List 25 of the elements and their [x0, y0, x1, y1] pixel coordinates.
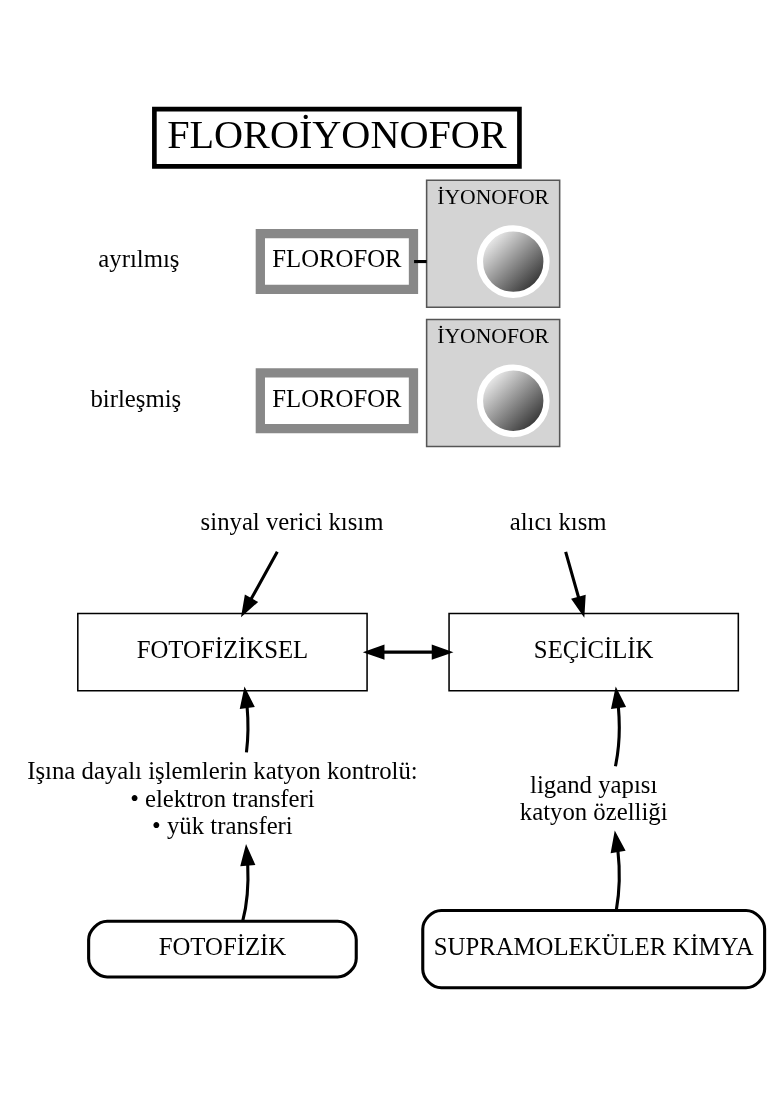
arrow	[611, 686, 627, 767]
label: birleşmiş	[90, 384, 182, 412]
node-box: FOTOFİZİKSEL	[77, 612, 368, 692]
node-box: SUPRAMOLEKÜLER KİMYA	[421, 908, 767, 990]
arrow	[610, 830, 626, 911]
cluster: İYONOFOR	[425, 318, 561, 448]
node-text: ligand yapısı katyon özelliği	[519, 770, 668, 826]
arrow	[241, 551, 279, 618]
node-box: SEÇİCİLİK	[448, 612, 740, 692]
arrow	[362, 644, 454, 660]
connector	[414, 260, 427, 264]
arrow	[564, 551, 586, 618]
label: ayrılmış	[98, 245, 180, 273]
arrow	[240, 843, 256, 922]
node-text: alıcı kısm	[509, 507, 607, 535]
node-box: FLOROFOR	[255, 229, 419, 295]
node-circle	[476, 225, 550, 298]
node-box: FLOROFOR	[255, 368, 419, 434]
node-box: FOTOFİZİK	[87, 919, 358, 979]
node-text: Işına dayalı işlemlerin katyon kontrolü: • elektron transferi • yük transferi	[27, 756, 418, 840]
node-text: sinyal verici kısım	[200, 507, 384, 535]
node-box: FLOROİYONOFOR	[152, 106, 522, 169]
arrow	[239, 686, 255, 753]
node-circle	[476, 364, 550, 438]
cluster: İYONOFOR	[425, 179, 561, 308]
